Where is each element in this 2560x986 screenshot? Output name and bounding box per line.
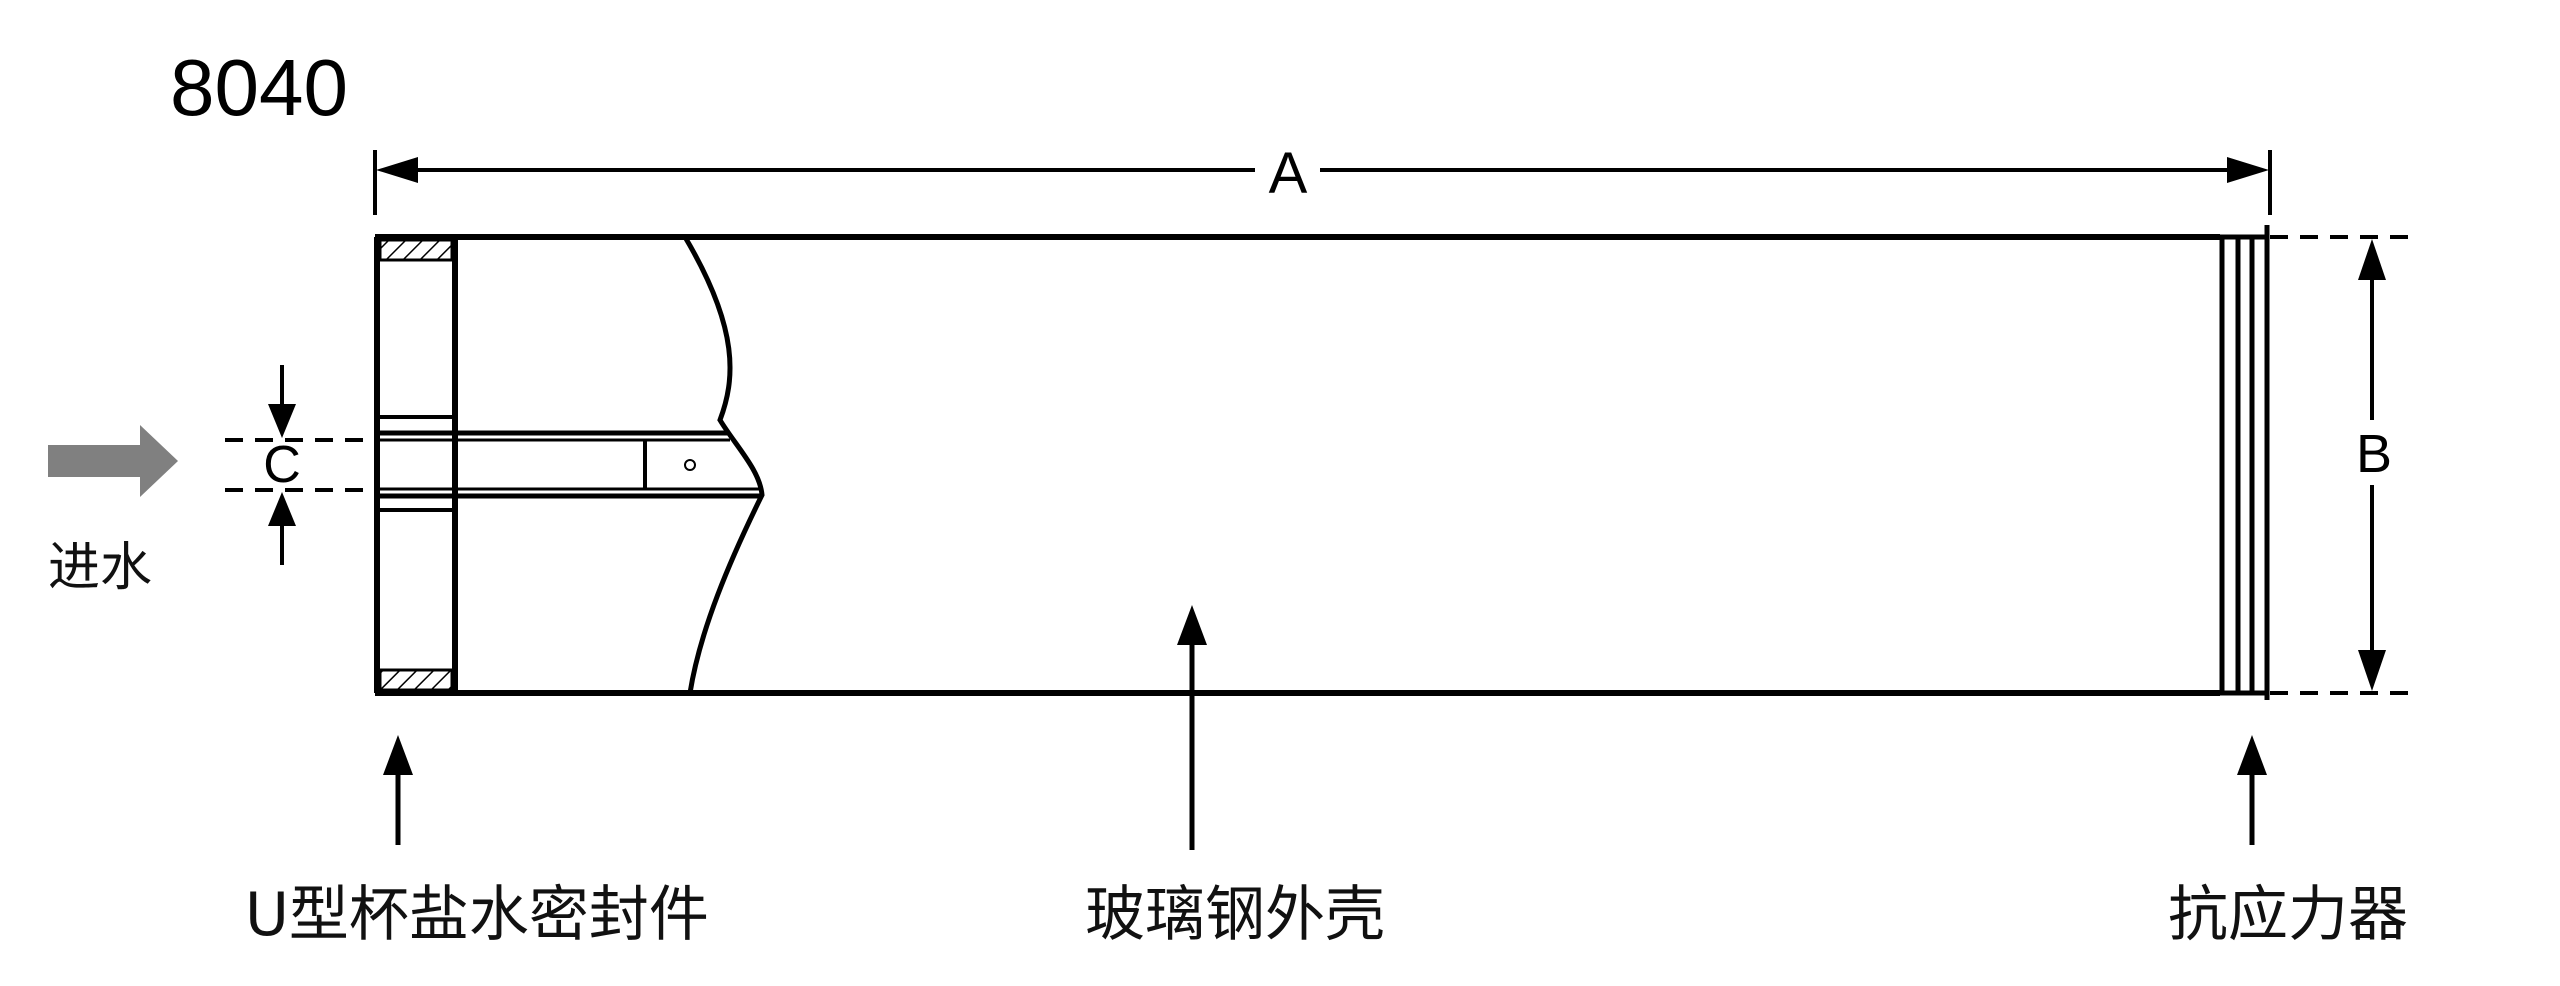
- seal-callout-label: U型杯盐水密封件: [245, 880, 709, 950]
- permeate-hole: [684, 459, 696, 471]
- model-label: 8040: [170, 43, 348, 132]
- membrane-element: [374, 225, 2270, 700]
- shell-callout-arrow: [1177, 605, 1207, 645]
- dimension-b: B: [2270, 235, 2420, 695]
- dim-c-label: C: [263, 436, 301, 494]
- dim-b-label: B: [2356, 424, 2392, 484]
- inlet-arrow-head: [140, 425, 178, 497]
- dim-b-arrow-bottom: [2358, 650, 2386, 691]
- dim-c-arrow-bottom: [268, 492, 296, 526]
- dim-c-arrow-top: [268, 404, 296, 438]
- inlet-label: 进水: [48, 538, 152, 598]
- atd-callout-label: 抗应力器: [2168, 880, 2408, 950]
- cutaway-edge: [682, 235, 765, 694]
- seal-callout-arrow: [383, 735, 413, 775]
- dim-a-arrow-right: [2227, 157, 2269, 183]
- seal-hatch-top: [378, 238, 454, 262]
- dimension-a: A: [373, 141, 2272, 215]
- dim-a-label: A: [1269, 141, 1308, 206]
- dim-a-arrow-left: [376, 157, 418, 183]
- inlet-arrow-shaft: [48, 445, 143, 477]
- seal-hatch-bottom: [378, 668, 454, 692]
- dimension-c: C: [225, 365, 377, 565]
- callouts: U型杯盐水密封件 玻璃钢外壳 抗应力器: [245, 605, 2408, 950]
- inlet: 进水: [48, 425, 178, 598]
- atd-callout-arrow: [2237, 735, 2267, 775]
- shell-callout-label: 玻璃钢外壳: [1085, 880, 1385, 950]
- dim-b-arrow-top: [2358, 239, 2386, 280]
